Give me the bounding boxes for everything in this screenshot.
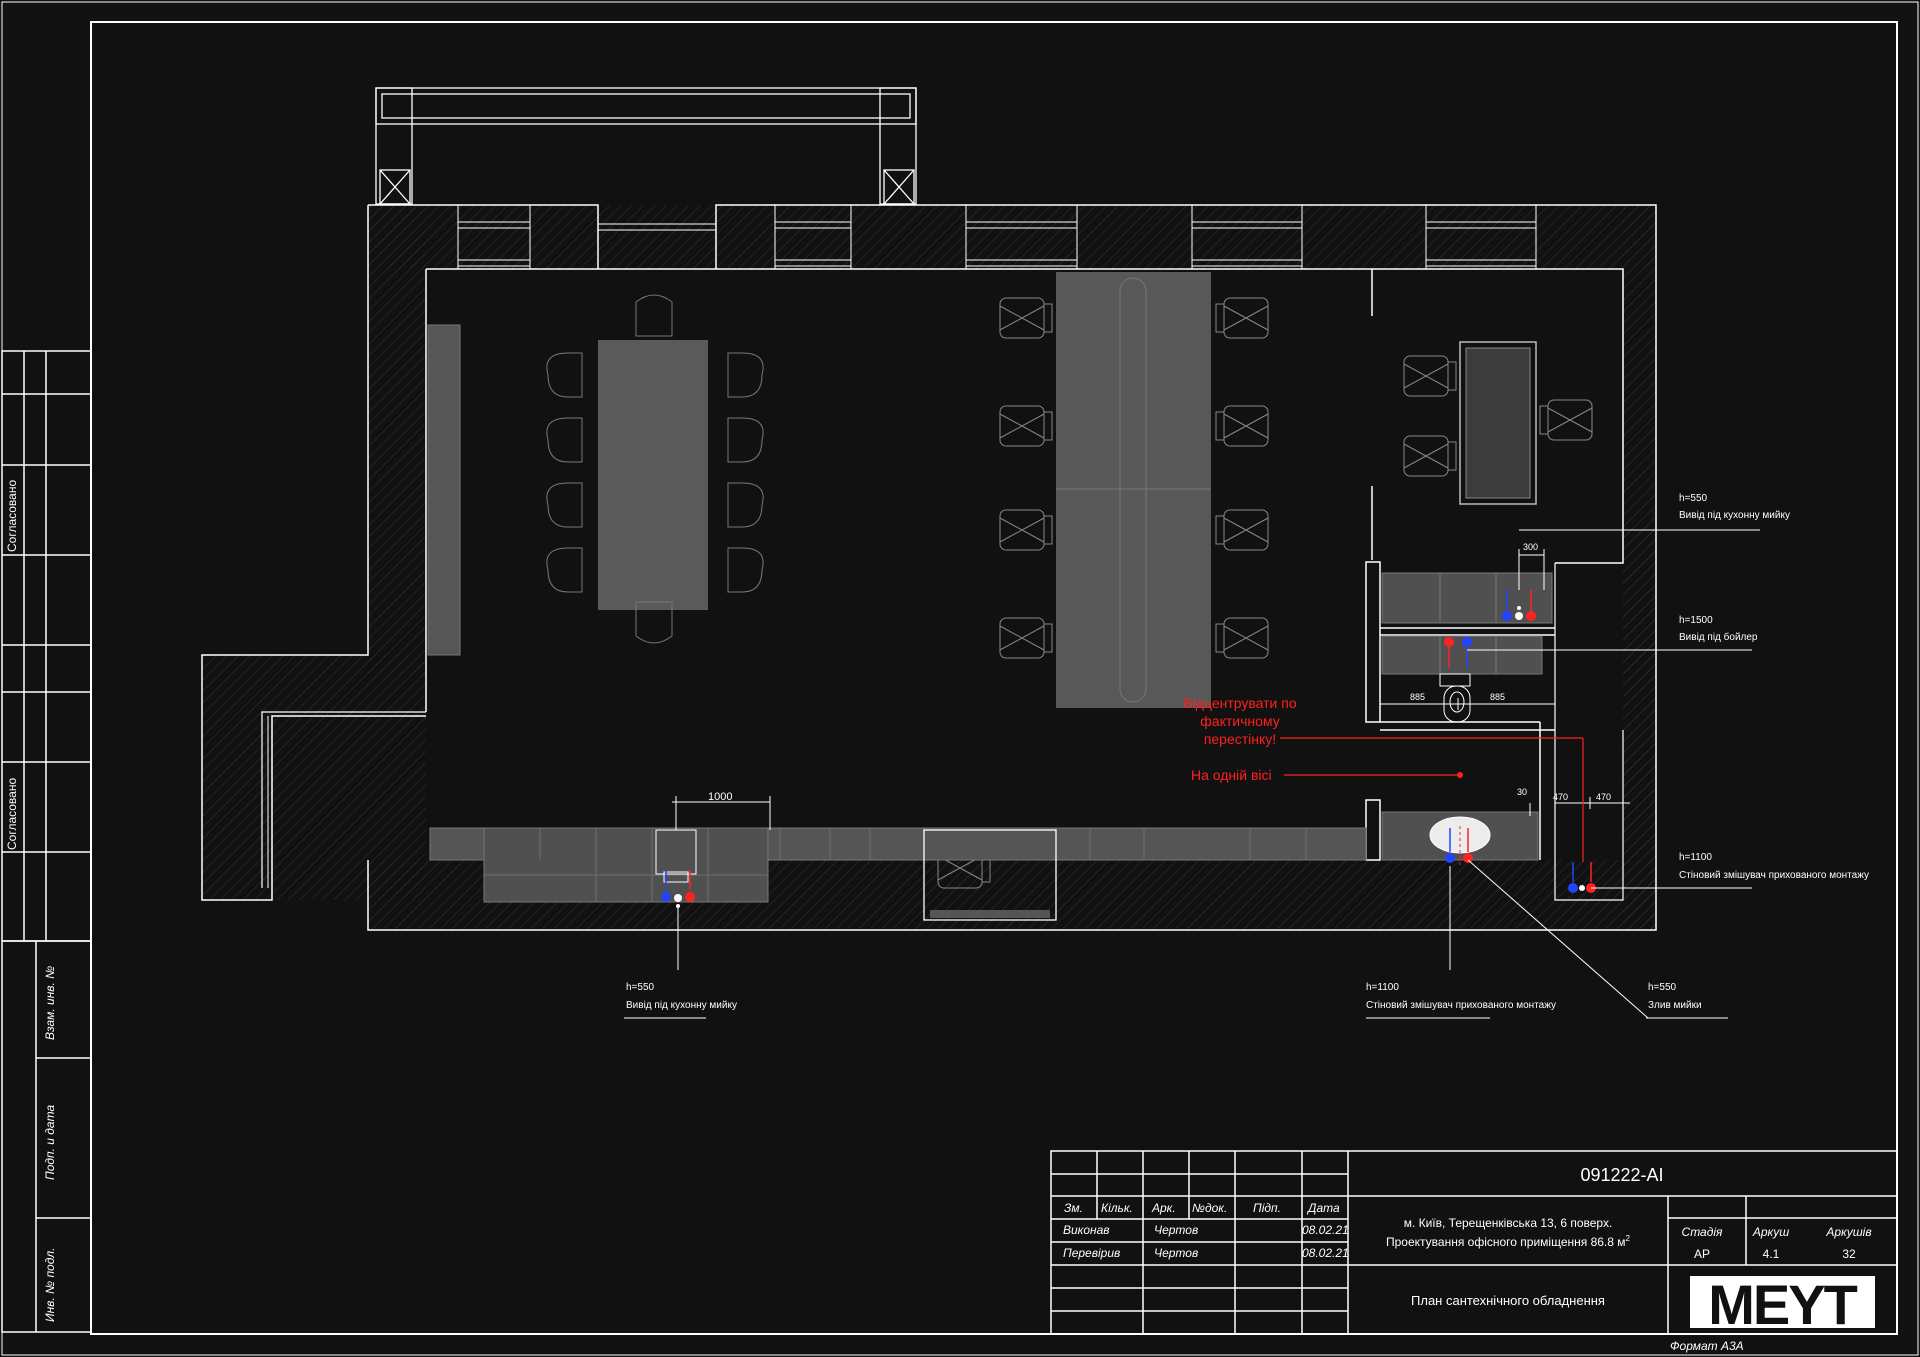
meeting-table [598,340,708,610]
sheets-value: 32 [1842,1247,1856,1261]
title-block [1050,1150,1898,1335]
project-address: м. Київ, Терещенківська 13, 6 поверх. [1404,1216,1613,1230]
wall-cabinet-left [427,324,461,656]
hdr-change: Зм. [1064,1201,1083,1215]
red-note-same-axis: На одній вісі [1191,767,1272,783]
inv-orig-label: Инв. № подл. [43,1248,57,1322]
format-label: Формат А3А [1670,1339,1744,1353]
red-note-center-line1: Відцентрувати по [1183,695,1296,711]
callout-kitchen-sink-bottom-text: Вивід під кухонну мийку [626,1000,737,1011]
meeting-chairs [546,294,764,644]
executed-name: Чертов [1154,1223,1198,1237]
hdr-sign: Підп. [1253,1201,1281,1215]
red-note-center-line3: перестінку! [1204,731,1276,747]
project-title-sup: 2 [1626,1234,1631,1243]
callout-kitchen-sink-right-height: h=550 [1679,493,1708,504]
checked-name: Чертов [1154,1246,1198,1260]
sheets-label: Аркушів [1825,1225,1871,1239]
dim-300: 300 [1523,542,1538,552]
workstation-desk [1056,272,1211,708]
inv-swap-label: Взам. инв. № [43,966,57,1040]
callout-mixer-right-height: h=1100 [1679,852,1712,863]
small-desk [1459,341,1537,505]
building-walls [201,87,1657,931]
executed-date: 08.02.21 [1302,1223,1349,1237]
callout-leaders [624,529,1760,1019]
wall-mixer-outlet [1568,862,1596,893]
basin-mixer-outlet [1445,826,1473,866]
callout-boiler-height: h=1500 [1679,615,1713,626]
hdr-qty: Кільк. [1101,1201,1133,1215]
callout-kitchen-sink-bottom-height: h=550 [626,982,655,993]
drawing-title: План сантехнічного обладнення [1411,1293,1605,1308]
callout-mixer-right-text: Стіновий змішувач прихованого монтажу [1679,870,1869,881]
dim-470-right: 470 [1596,792,1611,802]
dim-885-left: 885 [1410,692,1425,702]
project-title: Проектування офісного приміщення 86.8 м2 [1386,1234,1631,1249]
stage-label: Стадія [1682,1225,1724,1239]
furniture [427,272,1593,921]
hdr-sheet: Арк. [1151,1201,1176,1215]
dim-1000: 1000 [708,791,732,803]
red-note-lines [1280,737,1584,862]
callout-mixer-bottom-height: h=1100 [1366,982,1399,993]
callout-kitchen-sink-right-text: Вивід під кухонну мийку [1679,510,1790,521]
kitchen-sink-outlet-right [1502,590,1536,621]
hdr-doc-no: №док. [1192,1201,1227,1215]
callout-mixer-bottom-text: Стіновий змішувач прихованого монтажу [1366,1000,1556,1011]
dim-470-left: 470 [1553,792,1568,802]
agreed-stamp-label: Согласовано [5,480,19,552]
company-logo: MEYT [1690,1273,1875,1336]
callout-sink-drain-height: h=550 [1648,982,1677,993]
project-title-text: Проектування офісного приміщення 86.8 м [1386,1235,1626,1249]
hdr-date: Дата [1306,1201,1340,1215]
checked-date: 08.02.21 [1302,1246,1349,1260]
sign-date-label: Подп. и дата [43,1105,57,1180]
red-note-center-line2: фактичному [1200,713,1279,729]
dimension-lines [672,549,1630,830]
dim-885-right: 885 [1490,692,1505,702]
logo-text: MEYT [1708,1273,1857,1336]
checked-label: Перевірив [1063,1246,1120,1260]
office-chairs [937,297,1593,889]
callout-sink-drain-text: Злив мийки [1648,1000,1702,1011]
agreed-stamp-label-2: Согласовано [5,778,19,850]
sheet-value: 4.1 [1763,1247,1780,1261]
sheet-label: Аркуш [1752,1225,1789,1239]
stage-value: АР [1694,1247,1710,1261]
dim-30: 30 [1517,787,1527,797]
left-stamp-column [1,350,92,1333]
executed-label: Виконав [1063,1223,1110,1237]
doc-code: 091222-АІ [1580,1165,1663,1185]
callout-boiler-text: Вивід під бойлер [1679,631,1758,643]
